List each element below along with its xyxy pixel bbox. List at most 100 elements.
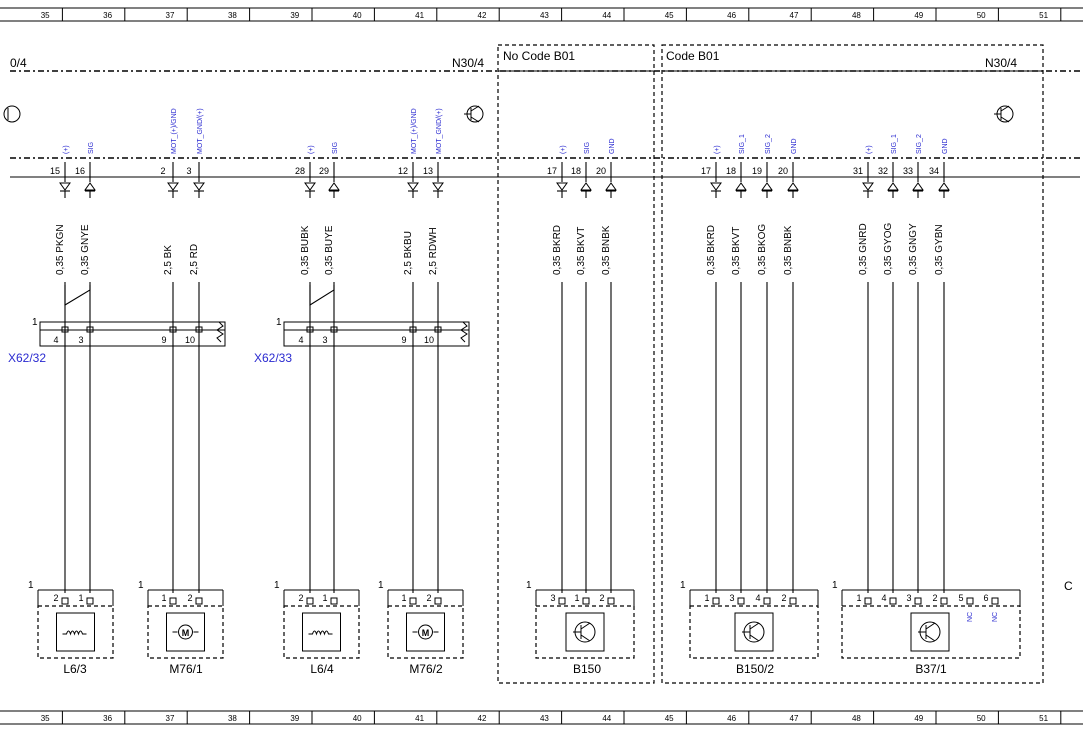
connector-pin-number: 3 bbox=[78, 335, 83, 345]
pin-number: 13 bbox=[423, 166, 433, 176]
signal-arrow-down-icon bbox=[167, 182, 179, 191]
connector-pin-number: 4 bbox=[298, 335, 303, 345]
component-pin-number: 1 bbox=[78, 593, 83, 603]
pin-signal-label: GND bbox=[609, 138, 616, 154]
ruler-label: 50 bbox=[977, 714, 986, 723]
component-pin-number: 2 bbox=[781, 593, 786, 603]
pin-28: (+) 28 0,35 BUBK bbox=[295, 145, 316, 593]
component-pin-number: 1 bbox=[704, 593, 709, 603]
component-pin-number: 4 bbox=[755, 593, 760, 603]
connector-pin-number: 4 bbox=[53, 335, 58, 345]
ruler-label: 35 bbox=[41, 11, 50, 20]
connector-pin-number: 10 bbox=[424, 335, 434, 345]
pin-signal-label: (+) bbox=[714, 145, 721, 154]
sensor-icon bbox=[734, 612, 774, 652]
pin-signal-label: SIG_1 bbox=[891, 134, 898, 154]
svg-text:M: M bbox=[422, 628, 430, 638]
ruler-label: 45 bbox=[665, 11, 674, 20]
wire-color-label: 0,35 BNBK bbox=[783, 225, 794, 275]
ruler-label: 36 bbox=[103, 714, 112, 723]
signal-arrow-down-icon bbox=[710, 182, 722, 191]
ruler-label: 44 bbox=[602, 714, 611, 723]
pin-signal-label: (+) bbox=[308, 145, 315, 154]
pin-signal-label: (+) bbox=[866, 145, 873, 154]
cut-off-label: C bbox=[1064, 579, 1073, 593]
connector-name: X62/32 bbox=[8, 351, 46, 365]
wire-color-label: 0,35 PKGN bbox=[55, 224, 66, 275]
pin-31: (+)310,35 GNRD bbox=[853, 145, 874, 593]
ruler-label: 47 bbox=[790, 714, 799, 723]
component-pin-number: 1 bbox=[401, 593, 406, 603]
wire-color-label: 0,35 GNYE bbox=[80, 224, 91, 275]
pin-signal-label: SIG bbox=[88, 142, 95, 154]
pin-number: 28 bbox=[295, 166, 305, 176]
coil-icon bbox=[56, 612, 95, 652]
wire-color-label: 0,35 BKVT bbox=[731, 227, 742, 275]
ruler-label: 38 bbox=[228, 11, 237, 20]
wire-color-label: 0,35 BUYE bbox=[324, 225, 335, 275]
ruler-label: 51 bbox=[1039, 11, 1048, 20]
component-pin-number: 2 bbox=[426, 593, 431, 603]
pin-number: 18 bbox=[571, 166, 581, 176]
component-name: B37/1 bbox=[915, 662, 947, 676]
component-pin-number: 1 bbox=[574, 593, 579, 603]
signal-arrow-down-icon bbox=[862, 182, 874, 191]
wire-color-label: 0,35 GYOG bbox=[883, 223, 894, 275]
signal-arrow-up-icon bbox=[580, 182, 592, 191]
component-id: 1 bbox=[526, 580, 532, 591]
component-id: 1 bbox=[378, 580, 384, 591]
component-id: 1 bbox=[680, 580, 686, 591]
component-pin-number: 6 bbox=[983, 593, 988, 603]
signal-arrow-down-icon bbox=[432, 182, 444, 191]
not-connected-label: NC bbox=[992, 612, 999, 622]
signal-arrow-down-icon bbox=[304, 182, 316, 191]
ruler-label: 45 bbox=[665, 714, 674, 723]
pin-number: 16 bbox=[75, 166, 85, 176]
signal-arrow-up-icon bbox=[787, 182, 799, 191]
component-id: 1 bbox=[832, 580, 838, 591]
pin-number: 20 bbox=[778, 166, 788, 176]
signal-arrow-up-icon bbox=[938, 182, 950, 191]
ruler-label: 49 bbox=[914, 11, 923, 20]
component-pin-number: 2 bbox=[932, 593, 937, 603]
pin-signal-label: MOT_GND/(+) bbox=[197, 108, 204, 154]
component-pin-number: 3 bbox=[550, 593, 555, 603]
wire-color-label: 0,35 BKRD bbox=[552, 225, 563, 275]
svg-text:M: M bbox=[182, 628, 190, 638]
component-name: L6/4 bbox=[310, 662, 334, 676]
wire-color-label: 0,35 BUBK bbox=[300, 225, 311, 275]
signal-arrow-down-icon bbox=[59, 182, 71, 191]
component-name: L6/3 bbox=[63, 662, 87, 676]
connector-pin-number: 9 bbox=[401, 335, 406, 345]
ruler-label: 41 bbox=[415, 11, 424, 20]
ruler-label: 39 bbox=[290, 11, 299, 20]
sensor-icon bbox=[994, 105, 1014, 123]
ruler-label: 42 bbox=[478, 11, 487, 20]
wire-color-label: 0,35 GNRD bbox=[858, 223, 869, 275]
signal-arrow-up-icon bbox=[328, 182, 340, 191]
component-pin-number: 2 bbox=[53, 593, 58, 603]
pin-17: (+)170,35 BKRD bbox=[547, 145, 568, 593]
ruler-label: 42 bbox=[478, 714, 487, 723]
wire-color-label: 0,35 BKOG bbox=[757, 224, 768, 275]
wire-color-label: 0,35 BNBK bbox=[601, 225, 612, 275]
component-id: 1 bbox=[138, 580, 144, 591]
pin-number: 19 bbox=[752, 166, 762, 176]
ruler-label: 51 bbox=[1039, 714, 1048, 723]
wire-color-label: 2,5 RD bbox=[189, 244, 200, 275]
pin-number: 12 bbox=[398, 166, 408, 176]
component-name: M76/1 bbox=[169, 662, 203, 676]
component-pin-number: 3 bbox=[729, 593, 734, 603]
